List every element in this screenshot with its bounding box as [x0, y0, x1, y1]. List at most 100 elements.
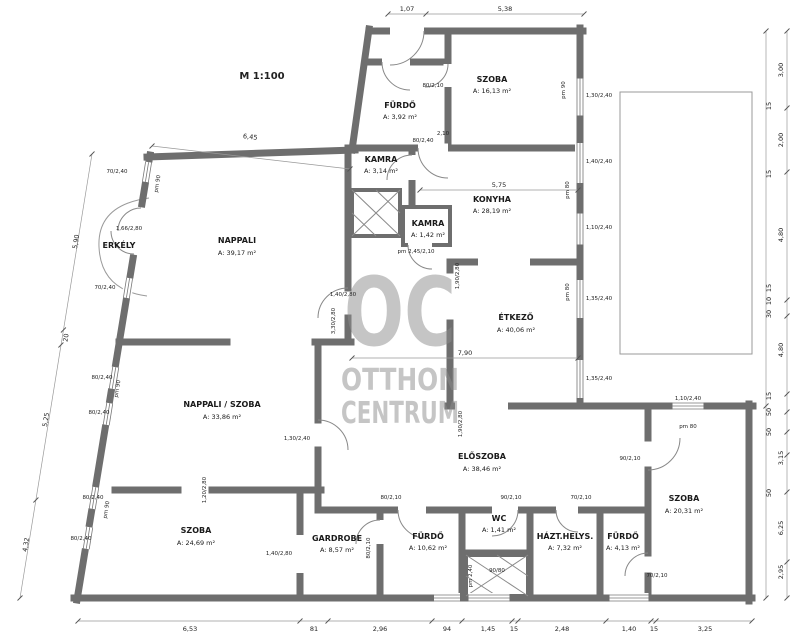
opening-label: pm 90 — [103, 500, 112, 519]
room-name-eloszoba: ELŐSZOBA — [458, 451, 507, 461]
opening-label: 70/2,40 — [94, 285, 116, 291]
dim-right-11: 50 — [765, 428, 773, 436]
dim-top-1: 5,38 — [498, 5, 512, 13]
dimension-lines — [17, 11, 790, 624]
opening-label: 1,35/2,40 — [586, 376, 613, 382]
room-name-szoba-top: SZOBA — [477, 75, 508, 84]
opening-label: 90/2,10 — [500, 495, 522, 501]
room-name-erkely: ERKÉLY — [103, 239, 136, 250]
opening-label: 70/2,10 — [570, 495, 592, 501]
door-arcs — [110, 30, 681, 577]
dim-bottom-7: 1,40 — [622, 625, 636, 633]
room-area-etkezo: A: 40,06 m² — [497, 326, 536, 334]
dim-int-790: 7,90 — [458, 349, 472, 357]
dim-bottom-2: 2,96 — [373, 625, 387, 633]
room-area-nappali: A: 39,17 m² — [218, 249, 257, 257]
dim-bottom-9: 3,25 — [698, 625, 712, 633]
dim-bottom-8: 15 — [650, 625, 658, 633]
dimension-ticks — [17, 11, 790, 624]
opening-label: pm 90 — [154, 174, 163, 193]
dim-right-12: 3,15 — [777, 451, 785, 465]
room-area-kamra-2: A: 1,42 m² — [411, 231, 445, 239]
opening-label: 1,40/2,80 — [266, 551, 293, 557]
watermark-line2: CENTRUM — [341, 396, 459, 431]
room-name-wc: WC — [492, 514, 507, 523]
opening-label: 80/2,10 — [366, 537, 372, 559]
watermark: OC OTTHON CENTRUM — [341, 258, 459, 431]
room-area-szoba-br: A: 20,31 m² — [665, 507, 704, 515]
opening-label: pm 80 — [565, 283, 571, 301]
dim-right-13: 50 — [765, 489, 773, 497]
opening-label: 1,40/2,40 — [586, 159, 613, 165]
dim-left-3: 4,32 — [21, 537, 31, 553]
opening-label: 1,66/2,80 — [116, 226, 143, 232]
room-name-etkezo: ÉTKEZŐ — [498, 311, 533, 322]
room-area-nappali-szoba: A: 33,86 m² — [203, 413, 242, 421]
room-area-szoba-top: A: 16,13 m² — [473, 87, 512, 95]
dim-right-15: 2,95 — [777, 565, 785, 579]
dim-int-575: 5,75 — [492, 181, 506, 189]
dim-bottom-1: 81 — [310, 625, 318, 633]
opening-label: pm 90 — [114, 379, 123, 398]
room-area-furdo-mid: A: 10,62 m² — [409, 544, 448, 552]
room-name-furdo-top: FÜRDŐ — [384, 100, 416, 110]
opening-label: pm 80 — [679, 424, 697, 430]
room-area-furdo-br: A: 4,13 m² — [606, 544, 640, 552]
opening-label: pm 90 — [561, 81, 567, 99]
dim-bottom-4: 1,45 — [481, 625, 495, 633]
dim-bottom-3: 94 — [443, 625, 451, 633]
dim-right-1: 15 — [765, 102, 773, 110]
watermark-big: OC — [344, 258, 456, 368]
opening-label: 80/2,40 — [70, 536, 92, 542]
opening-label: pm 80 — [565, 181, 571, 199]
room-name-szoba-bl: SZOBA — [181, 526, 212, 535]
dim-int-645: 6,45 — [243, 132, 258, 142]
dim-right-14: 6,25 — [777, 521, 785, 535]
opening-label: 1,30/2,40 — [284, 436, 311, 442]
watermark-line1: OTTHON — [341, 363, 459, 398]
opening-label: 1,30/2,40 — [586, 93, 613, 99]
opening-labels: 80/2,10 pm 90 1,30/2,40 80/2,40 2,10 1,4… — [70, 81, 701, 588]
pantry-small-walls — [401, 205, 452, 247]
room-labels: SZOBA A: 16,13 m² FÜRDŐ A: 3,92 m² KAMRA… — [103, 75, 704, 554]
dim-bottom-6: 2,48 — [555, 625, 569, 633]
opening-label: 2,10 — [437, 131, 450, 137]
opening-label: pm 2,45/2,10 — [398, 249, 435, 255]
dim-right-4: 4,80 — [777, 228, 785, 242]
dim-right-10: 50 — [765, 408, 773, 416]
room-name-nappali-szoba: NAPPALI / SZOBA — [183, 400, 261, 409]
opening-label: 1,10/2,40 — [586, 225, 613, 231]
opening-label: 80/2,40 — [412, 138, 434, 144]
opening-label: 1,10/2,40 — [675, 396, 702, 402]
dim-top-0: 1,07 — [400, 5, 414, 13]
opening-label: pm 2,40 — [468, 564, 474, 587]
opening-label: 1,90/2,80 — [458, 410, 464, 437]
room-area-eloszoba: A: 38,46 m² — [463, 465, 502, 473]
windows — [81, 78, 704, 603]
opening-label: 80/2,40 — [91, 375, 113, 381]
room-area-szoba-bl: A: 24,69 m² — [177, 539, 216, 547]
opening-label: 3,30/2,80 — [331, 307, 337, 334]
room-name-konyha: KONYHA — [473, 195, 512, 204]
courtyard-outline — [619, 91, 753, 355]
room-area-kamra-1: A: 3,14 m² — [364, 167, 398, 175]
opening-label: 90/2,10 — [619, 456, 641, 462]
room-name-kamra-2: KAMRA — [412, 219, 446, 228]
shaft-hatch-top — [350, 188, 402, 238]
opening-label: 80/2,40 — [88, 410, 110, 416]
dim-right-9: 15 — [765, 392, 773, 400]
opening-label: 80/2,10 — [380, 495, 402, 501]
room-area-furdo-top: A: 3,92 m² — [383, 113, 417, 121]
opening-label: 1,90/2,80 — [455, 262, 461, 289]
dimension-labels: 1,07 5,38 6,45 5,75 7,90 5,90 20 5,25 4,… — [21, 5, 785, 633]
dim-bottom-5: 15 — [510, 625, 518, 633]
room-name-furdo-mid: FÜRDŐ — [412, 531, 444, 541]
room-name-gardrobe: GARDROBE — [312, 534, 362, 543]
room-area-wc: A: 1,41 m² — [482, 526, 516, 534]
scale-label: M 1:100 — [239, 71, 284, 82]
dim-bottom-0: 6,53 — [183, 625, 197, 633]
opening-label: 1,35/2,40 — [586, 296, 613, 302]
dim-right-3: 15 — [765, 170, 773, 178]
